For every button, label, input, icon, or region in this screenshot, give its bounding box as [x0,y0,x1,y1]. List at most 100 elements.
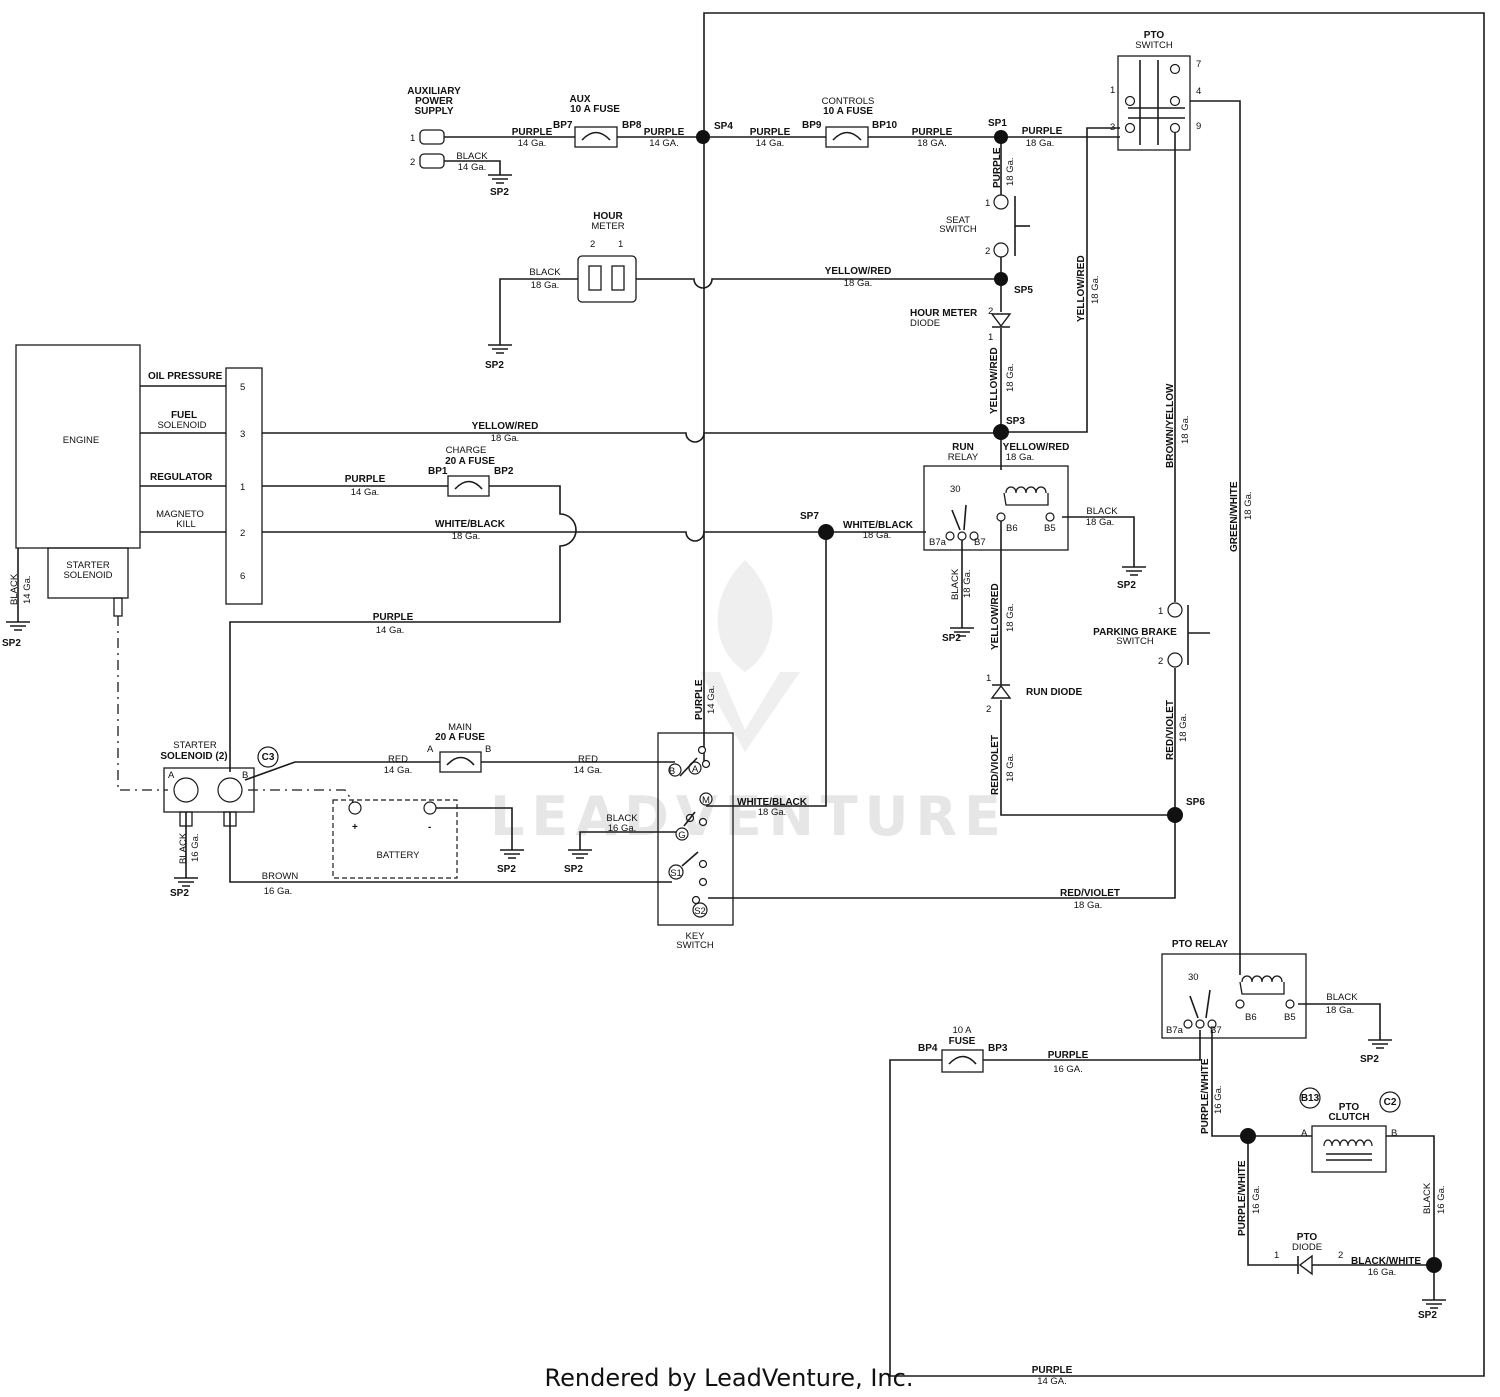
sp2-label: SP2 [564,864,583,875]
splice-sp5 [994,272,1008,286]
wire-gauge: 18 Ga. [1326,1005,1355,1016]
sp4-label: SP4 [714,121,733,132]
key-pin-s2: S2 [694,906,706,917]
wire-color: YELLOW/RED [472,421,539,432]
key-switch-label-1: KEY [685,931,705,942]
wire-gauge: 14 Ga. [574,765,603,776]
sp2-label: SP2 [1418,1310,1437,1321]
engine-box [15,344,141,549]
pto-relay-pin-b6: B6 [1245,1012,1257,1023]
pin-number: 2 [985,246,990,257]
components [15,55,1401,1276]
pin-number: A [168,770,175,781]
pin-number: 1 [1110,85,1115,96]
wire-color: PURPLE [912,127,953,138]
ground-icon [500,849,524,859]
wire-gauge: 18 Ga. [1005,363,1016,392]
wire-color: YELLOW/RED [1076,255,1087,322]
wire-gauge: 18 Ga. [1086,517,1115,528]
pto-fuse-label-2: FUSE [949,1036,976,1047]
ground-icon [568,849,592,859]
battery-label: BATTERY [377,850,421,861]
wire-color: PURPLE [992,147,1003,188]
wire-color: PURPLE/WHITE [1237,1160,1248,1236]
wire-gauge: 16 Ga. [264,886,293,897]
splice-black-white [1426,1257,1442,1273]
splice-sp3 [993,424,1009,440]
wire-color: PURPLE [644,127,685,138]
hour-meter-icon [577,255,637,303]
pin-number: 1 [410,133,415,144]
wire-color: BLACK [9,573,20,605]
sp1-label: SP1 [988,118,1007,129]
wire-gauge: 14 Ga. [22,575,33,604]
wire-gauge: 16 Ga. [1251,1185,1262,1214]
engine-starter-solenoid-box [47,547,129,599]
fuse-pin-bp1: BP1 [428,466,448,477]
controls-fuse-label-2: 10 A FUSE [823,106,873,117]
pin-number: 4 [1196,86,1201,97]
battery-icon [332,799,458,879]
wire-gauge: 16 Ga. [1213,1085,1224,1114]
wire-color: BLACK [1422,1182,1433,1214]
hour-meter-diode-icon [990,313,1012,328]
wire-color: YELLOW/RED [825,266,892,277]
controls-fuse-label-1: CONTROLS [822,96,875,107]
pin-number: 2 [410,157,415,168]
run-relay-pin-b6: B6 [1006,523,1018,534]
connector-c3-label: C3 [262,752,275,763]
run-relay-label-1: RUN [952,442,974,453]
wire-gauge: 18 Ga. [1005,157,1016,186]
key-pin-s1: S1 [670,868,682,879]
sp2-label: SP2 [490,187,509,198]
connector-c2-label: C2 [1384,1097,1397,1108]
pin-number: 1 [985,198,990,209]
wire-gauge: 14 Ga. [756,138,785,149]
aux-connector-1 [419,129,445,145]
wire-color: BLACK [1326,992,1358,1003]
controls-fuse-icon [825,126,869,148]
splice-sp6 [1167,807,1183,823]
watermark: LEADVENTURE [490,560,1001,848]
ground-icon [1422,1299,1446,1309]
starter-solenoid-label-2: SOLENOID (2) [160,751,227,762]
engine-starter-label-2: SOLENOID [63,570,112,581]
pin-number: 1 [240,482,245,493]
wire-color: BROWN [262,871,299,882]
engine-starter-label-1: STARTER [66,560,110,571]
pin-number: 9 [1196,121,1201,132]
wire-gauge: 18 Ga. [531,280,560,291]
wire-gauge: 18 Ga. [491,433,520,444]
wire-gauge: 14 Ga. [706,685,717,714]
ground-icon [950,627,974,637]
pin-number: 2 [1338,1250,1343,1261]
fuse-pin-bp2: BP2 [494,466,514,477]
wire-gauge: 16 GA. [1053,1064,1083,1075]
hour-meter-label-2: METER [591,221,624,232]
wire-color: PURPLE [373,612,414,623]
seat-switch-label-2: SWITCH [939,224,977,235]
pto-fuse-label-1: 10 A [952,1025,972,1036]
fuel-solenoid-label: SOLENOID [157,420,206,431]
wire-gauge: 18 Ga. [1005,753,1016,782]
wire-color: PURPLE/WHITE [1200,1058,1211,1134]
oil-pressure-label: OIL PRESSURE [148,371,223,382]
pin-number: 1 [618,239,623,250]
wire-color: BLACK [456,151,488,162]
wire-color: BLACK [529,267,561,278]
fuel-label: FUEL [171,410,197,421]
wire-color: PURPLE [345,474,386,485]
splice-sp4 [696,130,710,144]
wire-color: PURPLE [1032,1365,1073,1376]
starter-solenoid-label-1: STARTER [173,740,217,751]
key-pin-g: G [678,830,685,841]
pto-relay-pin-b7: B7 [1210,1025,1222,1036]
wire-gauge: 14 Ga. [384,765,413,776]
wire-color: YELLOW/RED [1003,442,1070,453]
pto-clutch-label-2: CLUTCH [1328,1112,1369,1123]
pin-number: B [485,744,491,755]
wire-gauge: 18 GA. [917,138,947,149]
sp3-label: SP3 [1006,416,1025,427]
